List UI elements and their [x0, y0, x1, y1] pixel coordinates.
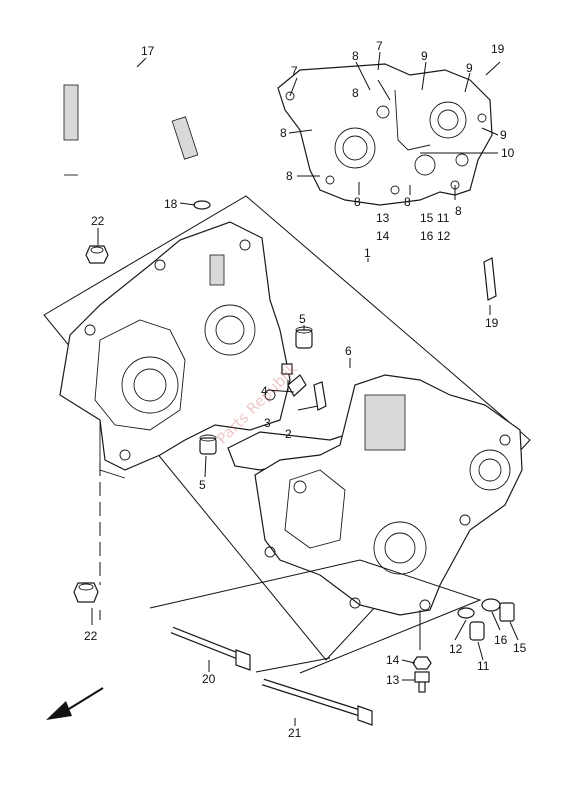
callout-labels: 17 18 22 1 5 6 4 3 2 5 19 22 20 21 14 13… [84, 39, 527, 740]
callout-10: 10 [501, 146, 515, 160]
nut-lower [73, 582, 99, 603]
callout-8: 8 [404, 195, 411, 209]
crankcase-right-half [254, 374, 523, 616]
bolt-frame [255, 657, 331, 673]
callout-12: 12 [449, 642, 463, 656]
callout-7-top: 7 [376, 39, 383, 53]
callout-15: 15 [420, 211, 434, 225]
callout-5: 5 [299, 312, 306, 326]
leader-lines [91, 51, 519, 726]
breather-hose [63, 56, 201, 236]
callout-5-lower: 5 [199, 478, 206, 492]
oil-orifice-parts [281, 363, 327, 411]
callout-8: 8 [352, 49, 359, 63]
long-bolt-lower [261, 678, 373, 726]
callout-11: 11 [437, 211, 450, 225]
callout-8: 8 [286, 169, 293, 183]
callout-9: 9 [500, 128, 507, 142]
callout-19: 19 [485, 316, 499, 330]
callout-18: 18 [164, 197, 178, 211]
callout-20: 20 [202, 672, 216, 686]
dowel-pin-upper [295, 326, 313, 349]
bolt-frame [149, 559, 482, 674]
drain-plug-parts [412, 598, 515, 693]
callout-22-lower: 22 [84, 629, 98, 643]
callout-8: 8 [280, 126, 287, 140]
dowel-pin-lower [199, 434, 217, 455]
callout-13: 13 [386, 673, 400, 687]
callout-2: 2 [285, 427, 292, 441]
callout-8: 8 [352, 86, 359, 100]
callout-4: 4 [261, 384, 268, 398]
callout-16: 16 [494, 633, 508, 647]
callout-12: 12 [437, 229, 451, 243]
callout-21: 21 [288, 726, 302, 740]
hose-clamp [193, 200, 211, 210]
bracket [483, 61, 501, 301]
assembly-boundary [43, 195, 531, 661]
callout-7: 7 [291, 64, 298, 78]
callout-6: 6 [345, 344, 352, 358]
callout-11: 11 [477, 659, 490, 673]
nut-upper [85, 245, 109, 264]
long-bolt-upper [170, 626, 251, 671]
callout-14: 14 [386, 653, 400, 667]
crankcase-left-half [59, 221, 291, 479]
callout-16: 16 [420, 229, 434, 243]
callout-8: 8 [354, 195, 361, 209]
callout-22: 22 [91, 214, 105, 228]
callout-9: 9 [466, 61, 473, 75]
direction-arrow-icon [46, 687, 104, 720]
crankcase-gasket [277, 63, 493, 206]
callout-17: 17 [141, 44, 155, 58]
callout-9: 9 [421, 49, 428, 63]
callout-13: 13 [376, 211, 390, 225]
callout-14: 14 [376, 229, 390, 243]
callout-15: 15 [513, 641, 527, 655]
callout-8: 8 [455, 204, 462, 218]
callout-3: 3 [264, 416, 271, 430]
callout-19-top: 19 [491, 42, 505, 56]
callout-1: 1 [364, 246, 371, 260]
